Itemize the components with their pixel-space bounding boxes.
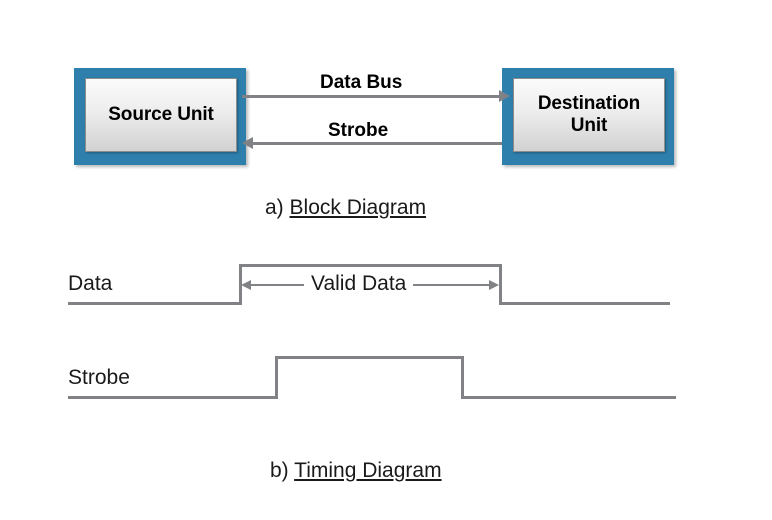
data-bus-label: Data Bus [320,72,403,93]
source-unit-box: Source Unit [74,68,246,165]
strobe-waveform-high [275,356,464,359]
timing-diagram-caption: b) Timing Diagram [270,459,442,483]
block-diagram-caption-prefix: a) [265,196,290,219]
data-waveform-envelope-top [239,264,502,267]
strobe-waveform-rising-edge [275,356,278,399]
block-diagram-caption: a) Block Diagram [265,196,426,220]
data-signal-label: Data [68,272,113,295]
timing-diagram-caption-prefix: b) [270,459,295,482]
data-bus-arrowhead-right [499,90,510,102]
valid-data-label: Valid Data [304,272,414,296]
destination-unit-box: Destination Unit [502,68,674,165]
valid-data-arrowhead-left [241,280,251,290]
strobe-signal-label: Strobe [68,366,130,389]
data-bus-arrow-line [242,95,500,98]
strobe-bus-label: Strobe [328,120,389,141]
valid-data-arrowhead-right [489,280,499,290]
block-diagram-caption-title: Block Diagram [289,196,427,219]
source-unit-inner: Source Unit [85,78,237,152]
data-waveform-baseline-left [68,302,242,305]
strobe-arrowhead-left [242,137,253,149]
destination-unit-label-line2: Unit [570,115,608,136]
source-unit-label: Source Unit [108,103,214,125]
data-waveform-baseline-right [499,302,670,305]
destination-unit-label: Destination Unit [538,93,640,138]
timing-diagram-caption-title: Timing Diagram [294,459,442,482]
data-waveform-edge-open [239,264,242,305]
data-waveform-edge-close [499,264,502,305]
strobe-waveform-falling-edge [461,356,464,399]
destination-unit-label-line1: Destination [537,92,641,114]
destination-unit-inner: Destination Unit [513,78,665,152]
strobe-arrow-line [252,142,502,145]
strobe-waveform-low-right [461,396,676,399]
strobe-waveform-low-left [68,396,278,399]
